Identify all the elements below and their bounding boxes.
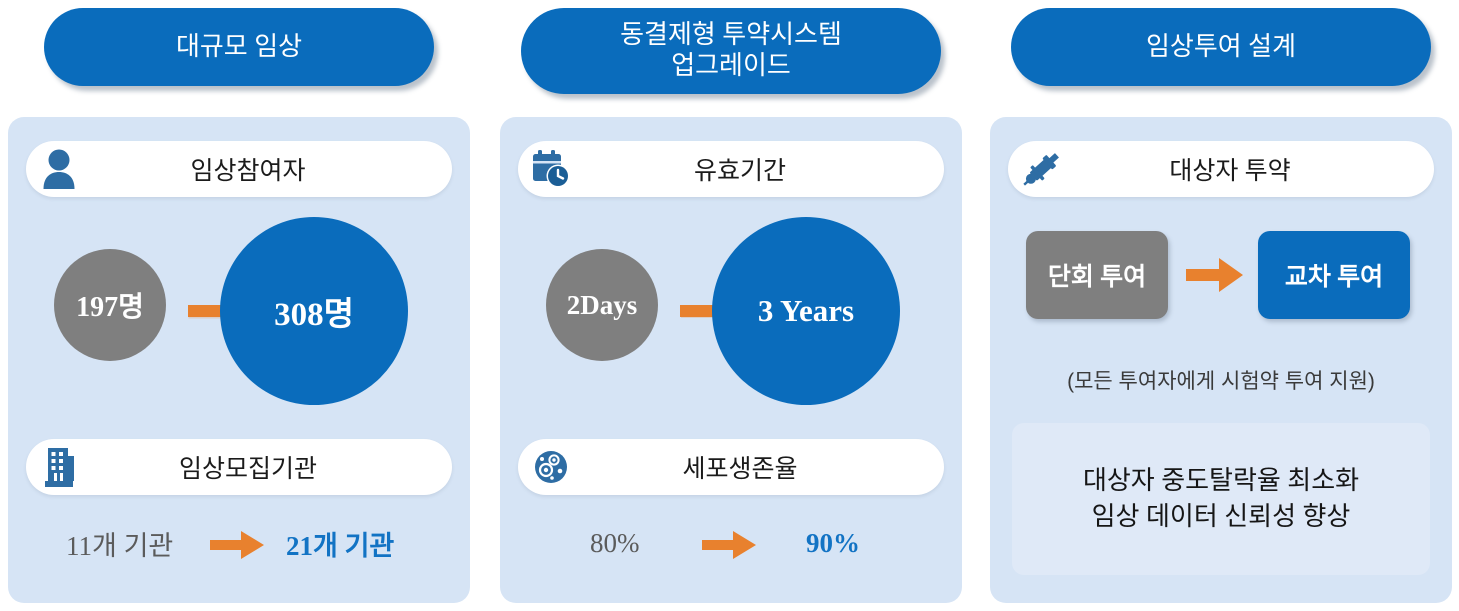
stat-before-cell-viability: 80% <box>590 527 640 558</box>
circle-after-validity: 3 Years <box>712 217 900 405</box>
label-validity-period: 유효기간 <box>693 158 786 185</box>
header-pill-1[interactable]: 대규모 임상 <box>44 8 434 86</box>
box-after-dosing-label: 교차 투여 <box>1284 264 1384 291</box>
dosing-caption: (모든 투여자에게 시험약 투여 지원) <box>1067 370 1375 393</box>
comparison-dosing-boxes: 단회 투여 교차 투여 <box>990 227 1452 323</box>
box-before-dosing: 단회 투여 <box>1026 231 1168 319</box>
circle-before-validity-value: 2Days <box>566 289 638 320</box>
header-pill-2-line-2: 업그레이드 <box>671 51 791 80</box>
column-large-scale-trial: 대규모 임상 임상참여자 197명 <box>8 0 470 611</box>
panel-3: 대상자 투약 단회 투여 교차 투여 (모든 투여자에게 시험약 투여 지원) <box>990 117 1452 603</box>
stat-before-institutions: 11개 기관 <box>66 530 174 561</box>
circle-before-participants: 197명 <box>54 249 166 361</box>
circle-after-participants-value: 308명 <box>274 297 354 333</box>
summary-line-1: 대상자 중도탈락율 최소화 <box>1082 466 1360 496</box>
orange-arrow-icon <box>1184 255 1246 295</box>
circle-after-validity-value: 3 Years <box>757 293 855 328</box>
label-row-cell-viability[interactable]: 세포생존율 <box>518 439 944 495</box>
panel-1: 임상참여자 197명 308명 <box>8 117 470 603</box>
orange-arrow-icon <box>208 529 266 561</box>
calendar-clock-icon <box>518 149 584 189</box>
comparison-participants: 197명 308명 <box>8 217 470 427</box>
hospital-building-icon <box>26 446 92 488</box>
header-pill-wrapper-3: 임상투여 설계 <box>990 8 1452 104</box>
header-pill-3-line-1: 임상투여 설계 <box>1145 31 1297 61</box>
stat-after-institutions: 21개 기관 <box>286 530 395 561</box>
header-pill-3[interactable]: 임상투여 설계 <box>1011 8 1431 86</box>
label-row-validity-period[interactable]: 유효기간 <box>518 141 944 197</box>
column-frozen-formulation: 동결제형 투약시스템 업그레이드 <box>500 0 962 611</box>
syringe-icon <box>1008 148 1074 190</box>
label-row-subject-dosing[interactable]: 대상자 투약 <box>1008 141 1434 197</box>
circle-before-participants-value: 197명 <box>76 292 144 323</box>
circle-before-validity: 2Days <box>546 249 658 361</box>
header-pill-wrapper-2: 동결제형 투약시스템 업그레이드 <box>500 8 962 104</box>
comparison-validity-period: 2Days 3 Years <box>500 217 962 427</box>
stat-row-institutions: 11개 기관 21개 기관 <box>8 515 470 571</box>
header-pill-1-line-1: 대규모 임상 <box>175 31 303 61</box>
stat-after-cell-viability: 90% <box>806 527 860 558</box>
person-icon <box>26 149 92 189</box>
label-row-institutions[interactable]: 임상모집기관 <box>26 439 452 495</box>
box-after-dosing: 교차 투여 <box>1258 231 1410 319</box>
header-pill-2[interactable]: 동결제형 투약시스템 업그레이드 <box>521 8 941 94</box>
label-cell-viability: 세포생존율 <box>682 456 798 483</box>
stat-row-cell-viability: 80% 90% <box>500 515 962 571</box>
summary-box: 대상자 중도탈락율 최소화 임상 데이터 신뢰성 향상 <box>1012 423 1430 575</box>
cell-culture-icon <box>518 449 584 485</box>
label-institutions: 임상모집기관 <box>178 456 317 483</box>
label-subject-dosing: 대상자 투약 <box>1169 158 1291 185</box>
panel-2: 유효기간 2Days 3 Years <box>500 117 962 603</box>
circle-after-participants: 308명 <box>220 217 408 405</box>
summary-line-2: 임상 데이터 신뢰성 향상 <box>1091 502 1351 531</box>
header-pill-2-line-1: 동결제형 투약시스템 <box>620 20 842 50</box>
label-row-participants[interactable]: 임상참여자 <box>26 141 452 197</box>
orange-arrow-icon <box>700 529 758 561</box>
header-pill-wrapper-1: 대규모 임상 <box>8 8 470 104</box>
column-dosing-design: 임상투여 설계 대상 <box>990 0 1452 611</box>
box-before-dosing-label: 단회 투여 <box>1047 264 1147 291</box>
label-participants: 임상참여자 <box>190 158 306 185</box>
